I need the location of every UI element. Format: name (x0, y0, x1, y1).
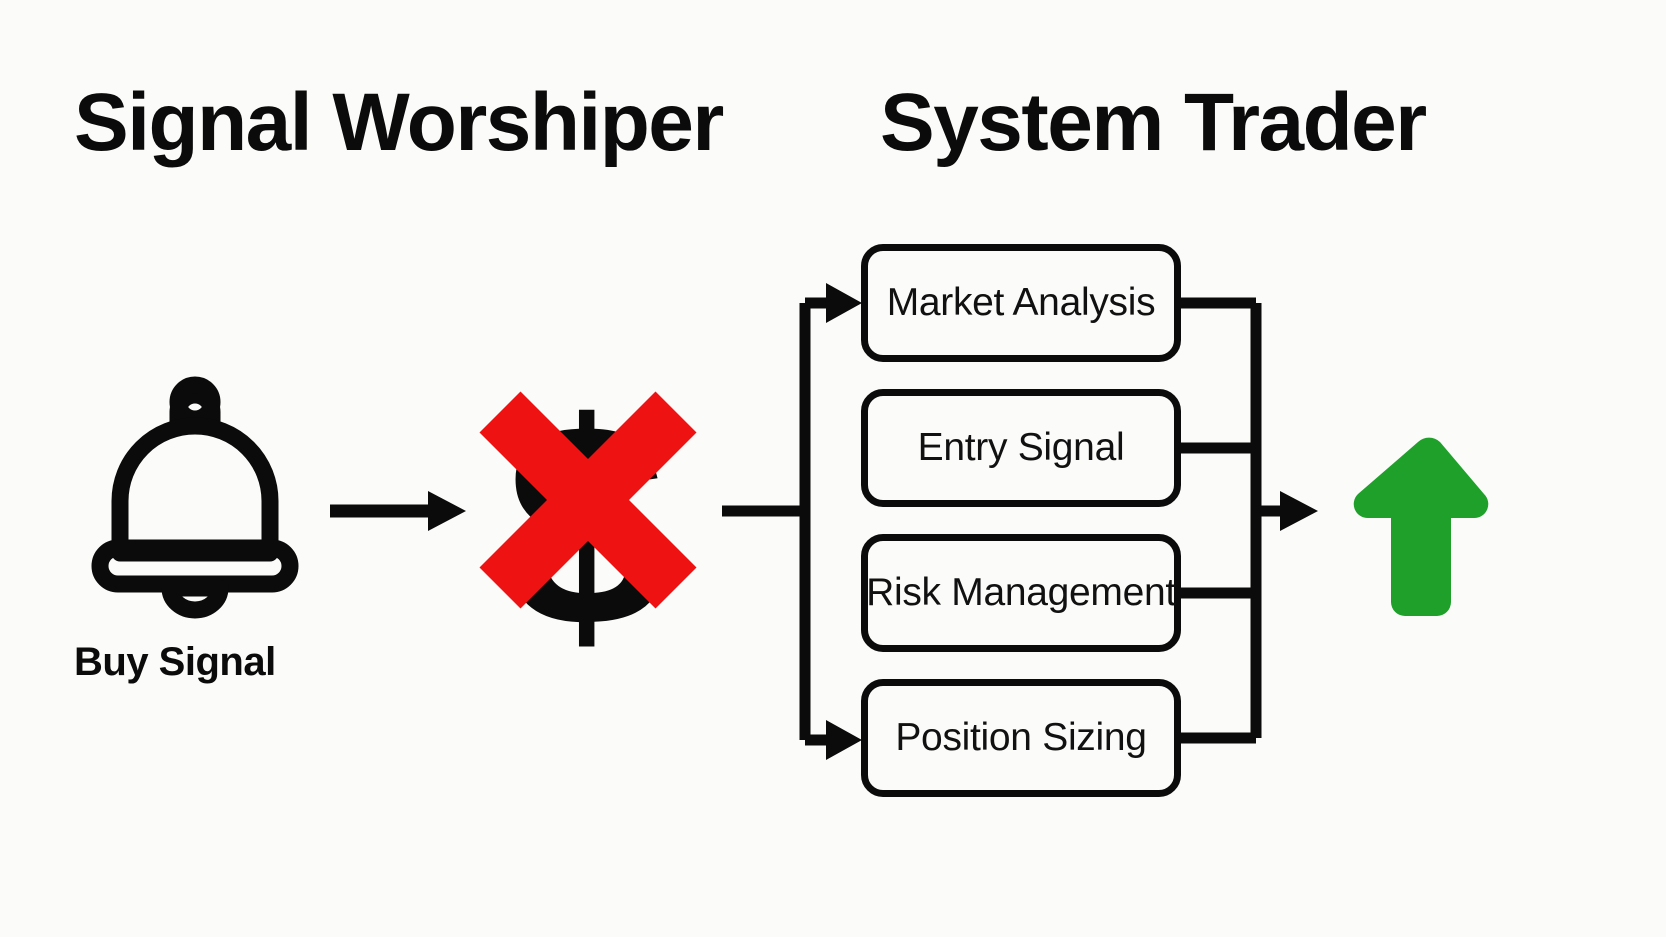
flow-box-risk-management[interactable]: Risk Management (861, 534, 1181, 652)
page-title-right: System Trader (880, 77, 1427, 168)
dollar-sign-icon: $ (505, 363, 666, 687)
red-x-icon (479, 391, 697, 609)
flow-box-market-analysis[interactable]: Market Analysis (861, 244, 1181, 362)
flow-box-entry-signal[interactable]: Entry Signal (861, 389, 1181, 507)
buy-signal-label: Buy Signal (74, 640, 276, 684)
svg-text:$: $ (505, 363, 666, 687)
flow-box-label: Risk Management (866, 571, 1176, 614)
flow-box-position-sizing[interactable]: Position Sizing (861, 679, 1181, 797)
branch-connector (722, 297, 826, 746)
flow-box-label: Market Analysis (886, 281, 1156, 324)
page-title-left: Signal Worshiper (74, 77, 724, 168)
green-up-arrow-icon (1353, 437, 1489, 616)
branch-arrowheads (826, 283, 862, 760)
merge-arrowhead (1280, 491, 1318, 531)
bell-icon (91, 376, 299, 619)
flow-box-label: Entry Signal (917, 426, 1125, 469)
merge-connector (1181, 297, 1285, 744)
arrow-right-icon (330, 491, 466, 531)
flow-box-label: Position Sizing (895, 716, 1147, 759)
